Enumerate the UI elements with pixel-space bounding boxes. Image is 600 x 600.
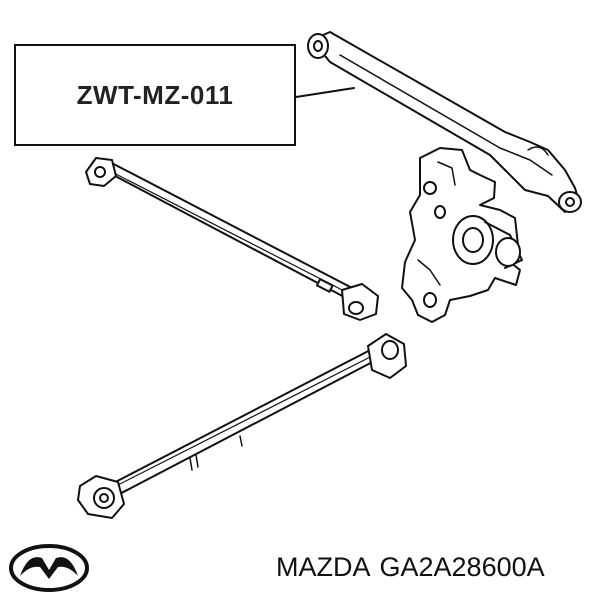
part-code-box: ZWT-MZ-011 xyxy=(14,44,296,146)
lower-lateral-link xyxy=(77,333,407,519)
footer-part-info: MAZDA GA2A28600A xyxy=(276,547,592,587)
brand-name: MAZDA xyxy=(276,551,371,582)
part-code-label: ZWT-MZ-011 xyxy=(76,79,234,110)
leader-line xyxy=(295,87,355,98)
part-number: GA2A28600A xyxy=(379,551,545,582)
upper-trailing-arm xyxy=(307,31,582,213)
mazda-logo-icon xyxy=(9,544,89,592)
middle-lateral-link xyxy=(85,157,379,321)
knuckle-hub-assembly xyxy=(401,147,523,323)
